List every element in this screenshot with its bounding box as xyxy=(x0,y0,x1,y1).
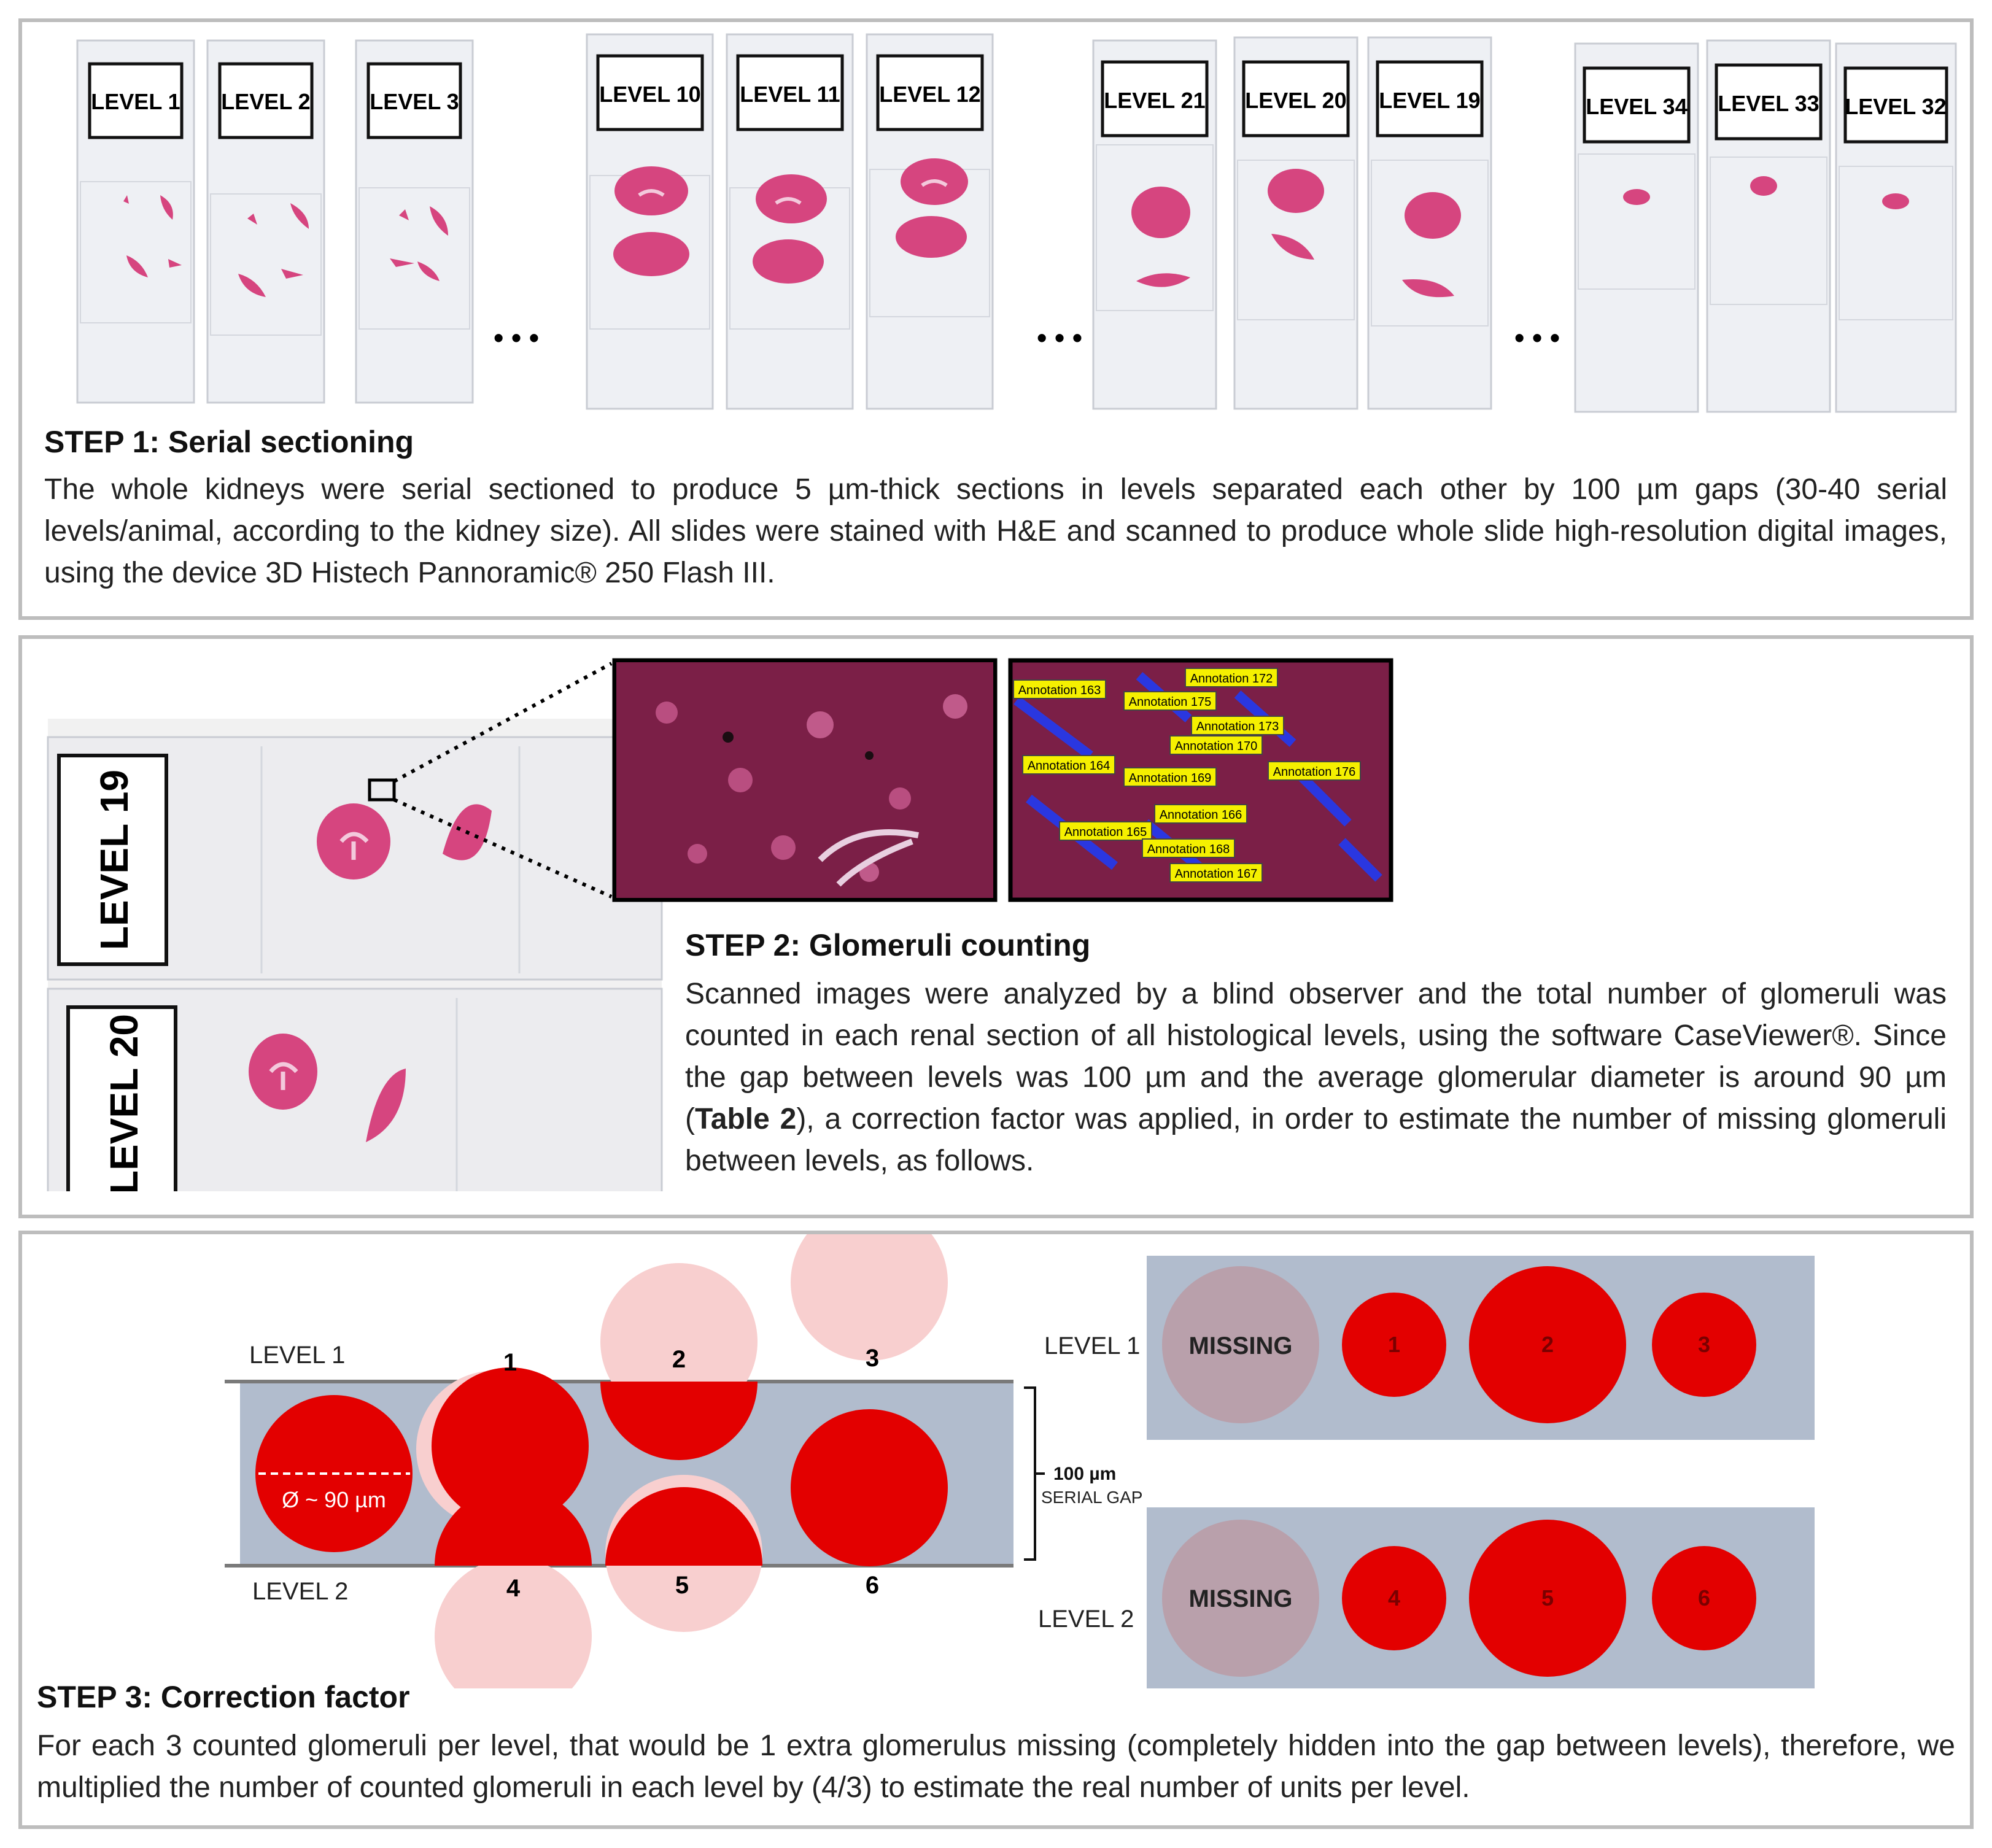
level-1-count-panel: LEVEL 1 MISSING 1 2 3 xyxy=(1044,1256,1815,1440)
glomerulus-number: 5 xyxy=(675,1572,689,1599)
step2-text-part2: ), a correction factor was applied, in o… xyxy=(685,1103,1947,1177)
slide-label: LEVEL 21 xyxy=(1104,88,1205,113)
micrograph-he xyxy=(612,658,998,902)
slide-label-vertical: LEVEL 19 xyxy=(92,770,136,950)
slide-label: LEVEL 3 xyxy=(370,89,459,114)
annotation-label: Annotation 170 xyxy=(1175,740,1258,753)
count-number: 1 xyxy=(1388,1332,1400,1357)
right-level-2-label: LEVEL 2 xyxy=(1038,1606,1134,1633)
step1-panel: LEVEL 1 LEVEL 2 LEVEL 3 • • • xyxy=(18,18,1974,620)
glomerulus-number: 2 xyxy=(672,1346,686,1373)
slide-level-19: LEVEL 19 xyxy=(1367,36,1492,410)
step1-title: STEP 1: Serial sectioning xyxy=(44,425,414,459)
annotation-label: Annotation 172 xyxy=(1190,672,1273,686)
serial-gap-schematic: LEVEL 1 LEVEL 2 Ø ~ 90 µm 1 2 3 4 5 6 10… xyxy=(225,1234,1142,1688)
table-reference: Table 2 xyxy=(694,1103,797,1135)
slide-label: LEVEL 11 xyxy=(740,82,840,107)
slide-label: LEVEL 32 xyxy=(1845,94,1946,119)
slide-level-20: LEVEL 20 xyxy=(1233,36,1358,410)
slide-label: LEVEL 33 xyxy=(1718,91,1819,116)
missing-label: MISSING xyxy=(1189,1332,1293,1359)
count-number: 5 xyxy=(1541,1585,1554,1610)
annotation-label: Annotation 164 xyxy=(1028,759,1110,773)
annotation-label: Annotation 167 xyxy=(1175,867,1258,881)
annotation-label: Annotation 169 xyxy=(1129,771,1212,785)
slide-level-34: LEVEL 34 xyxy=(1574,42,1699,413)
slide-label-vertical: LEVEL 20 xyxy=(102,1014,146,1191)
annotation-label: Annotation 163 xyxy=(1018,684,1101,697)
step2-text-part1: Scanned images were analyzed by a blind … xyxy=(685,978,1947,1135)
glomeruli-counting-figure: LEVEL 19 LEVEL 20 xyxy=(47,658,1393,1191)
slide-label: LEVEL 1 xyxy=(91,89,180,114)
slide-label: LEVEL 2 xyxy=(221,89,310,114)
annotation-label: Annotation 173 xyxy=(1196,720,1279,733)
slide-level-33: LEVEL 33 xyxy=(1706,39,1831,413)
gap-value: 100 µm xyxy=(1053,1464,1116,1484)
glomerulus-number: 1 xyxy=(503,1349,517,1376)
slide-level-3: LEVEL 3 xyxy=(355,39,474,404)
glomerulus-number: 6 xyxy=(866,1572,879,1599)
slide-label: LEVEL 19 xyxy=(1379,88,1480,113)
slide-label: LEVEL 20 xyxy=(1245,88,1346,113)
step2-title: STEP 2: Glomeruli counting xyxy=(685,928,1091,962)
annotation-label: Annotation 165 xyxy=(1064,825,1147,839)
step3-text: For each 3 counted glomeruli per level, … xyxy=(37,1730,1955,1804)
count-number: 2 xyxy=(1541,1332,1554,1357)
ellipsis-1: • • • xyxy=(494,322,539,354)
correction-factor-diagram: LEVEL 1 LEVEL 2 Ø ~ 90 µm 1 2 3 4 5 6 10… xyxy=(225,1234,1815,1688)
step2-text: Scanned images were analyzed by a blind … xyxy=(685,973,1947,1182)
annotation-label: Annotation 176 xyxy=(1273,765,1356,779)
slide-level-10: LEVEL 10 xyxy=(586,33,714,410)
ellipsis-3: • • • xyxy=(1514,322,1560,354)
ellipsis-2: • • • xyxy=(1037,322,1082,354)
zoom-region-marker xyxy=(368,778,396,802)
diameter-label: Ø ~ 90 µm xyxy=(282,1487,386,1512)
count-number: 6 xyxy=(1698,1585,1710,1610)
count-number: 4 xyxy=(1388,1585,1400,1610)
serial-slides-figure: LEVEL 1 LEVEL 2 LEVEL 3 • • • xyxy=(76,33,1957,413)
step3-panel: LEVEL 1 LEVEL 2 Ø ~ 90 µm 1 2 3 4 5 6 10… xyxy=(18,1231,1974,1829)
step3-title: STEP 3: Correction factor xyxy=(37,1680,410,1714)
gap-label: SERIAL GAP xyxy=(1041,1488,1142,1507)
slide-label: LEVEL 12 xyxy=(879,82,980,107)
glomerulus-number: 3 xyxy=(866,1345,879,1372)
level-2-label: LEVEL 2 xyxy=(252,1578,348,1605)
level-1-label: LEVEL 1 xyxy=(249,1342,345,1369)
annotation-label: Annotation 175 xyxy=(1129,695,1212,709)
right-level-1-label: LEVEL 1 xyxy=(1044,1332,1140,1359)
glomerulus-number: 4 xyxy=(506,1575,521,1602)
annotation-label: Annotation 168 xyxy=(1147,843,1230,856)
slide-level-19-horizontal: LEVEL 19 xyxy=(47,736,663,981)
slide-level-32: LEVEL 32 xyxy=(1835,42,1957,413)
slide-label: LEVEL 10 xyxy=(599,82,700,107)
slide-level-21: LEVEL 21 xyxy=(1092,39,1217,410)
missing-label: MISSING xyxy=(1189,1585,1293,1612)
micrograph-annotated: Annotation 163 Annotation 172 Annotation… xyxy=(1008,658,1393,902)
slide-level-1: LEVEL 1 xyxy=(76,39,195,404)
slide-label: LEVEL 34 xyxy=(1586,94,1687,119)
slide-level-11: LEVEL 11 xyxy=(726,33,854,410)
step2-panel: LEVEL 19 LEVEL 20 xyxy=(18,635,1974,1218)
count-number: 3 xyxy=(1698,1332,1710,1357)
slide-level-2: LEVEL 2 xyxy=(206,39,325,404)
step1-text: The whole kidneys were serial sectioned … xyxy=(44,473,1947,589)
level-2-count-panel: LEVEL 2 MISSING 4 5 6 xyxy=(1038,1507,1815,1688)
annotation-label: Annotation 166 xyxy=(1160,808,1242,822)
slide-level-20-horizontal: LEVEL 20 xyxy=(47,988,663,1191)
slide-level-12: LEVEL 12 xyxy=(866,33,994,410)
